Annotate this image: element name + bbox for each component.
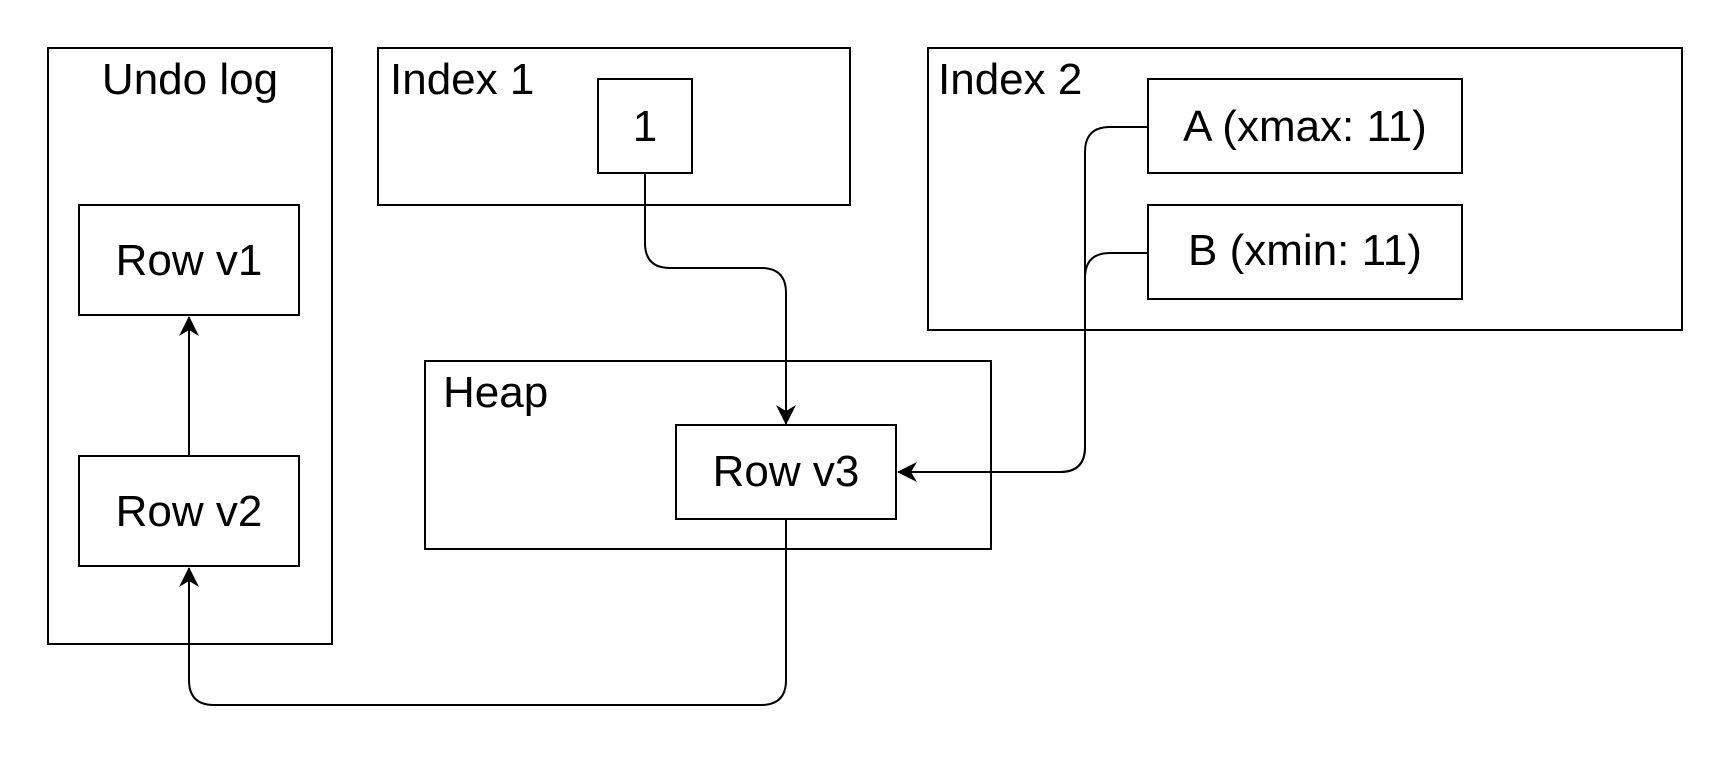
- edge-index2-a-to-row-v3: [897, 126, 1148, 482]
- edge-index1-key-to-row-v3: [644, 173, 796, 425]
- index2-b-node: B (xmin: 11): [1147, 204, 1463, 300]
- edge-row-v3-to-row-v2: [179, 519, 787, 706]
- index2-a-node: A (xmax: 11): [1147, 78, 1463, 174]
- index2-a-label: A (xmax: 11): [1183, 102, 1427, 151]
- row-v2-label: Row v2: [116, 487, 263, 536]
- index1-title: Index 1: [390, 55, 534, 104]
- index2-container: Index 2: [927, 47, 1683, 331]
- index2-title: Index 2: [938, 55, 1082, 104]
- edge-index2-b-to-row-v3: [898, 252, 1148, 473]
- heap-title: Heap: [443, 368, 548, 417]
- heap-container: Heap: [424, 360, 992, 550]
- row-v3-node: Row v3: [675, 424, 897, 520]
- row-v1-node: Row v1: [78, 204, 300, 316]
- index1-key-label: 1: [633, 102, 657, 151]
- undo-log-title: Undo log: [102, 55, 278, 104]
- row-v1-label: Row v1: [116, 236, 263, 285]
- index1-container: Index 1: [377, 47, 851, 206]
- index2-b-label: B (xmin: 11): [1188, 226, 1422, 275]
- row-v3-label: Row v3: [713, 447, 860, 496]
- row-v2-node: Row v2: [78, 455, 300, 567]
- index1-key-node: 1: [597, 78, 693, 174]
